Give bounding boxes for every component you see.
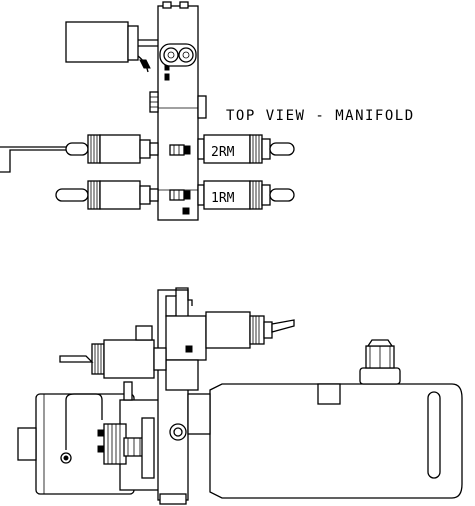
side-solenoid-right bbox=[205, 311, 295, 349]
valve-label-1rm: 1RM bbox=[211, 191, 235, 206]
top-view-manifold: TOP VIEW - MANIFOLD 2RM bbox=[0, 1, 415, 221]
valve-row-lower: 1RM bbox=[55, 180, 295, 210]
manifold-block bbox=[157, 5, 199, 221]
reservoir-tank bbox=[209, 339, 463, 499]
solenoid-coil-top bbox=[65, 21, 158, 73]
pump-bracket bbox=[97, 381, 161, 491]
motor bbox=[17, 393, 135, 495]
top-view-label: TOP VIEW - MANIFOLD bbox=[226, 108, 415, 124]
side-solenoid-left bbox=[59, 325, 167, 379]
side-view-power-unit bbox=[17, 287, 463, 505]
side-manifold bbox=[157, 287, 211, 505]
manifold-ports bbox=[159, 43, 197, 67]
valve-label-2rm: 2RM bbox=[211, 145, 235, 160]
valve-row-upper: 2RM bbox=[65, 134, 295, 164]
